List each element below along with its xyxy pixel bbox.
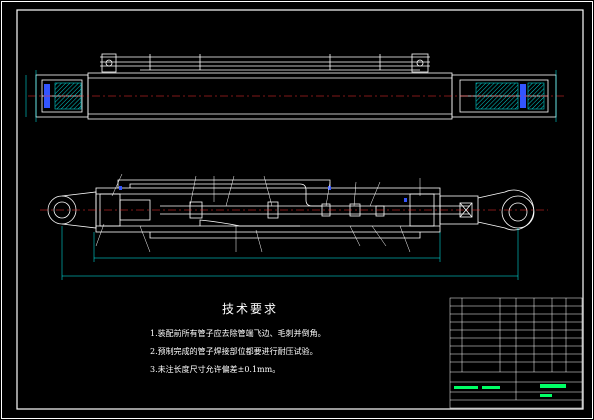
weld-marks xyxy=(119,186,407,202)
inner-frame xyxy=(16,9,584,410)
technical-requirements-title: 技术要求 xyxy=(222,302,279,316)
requirement-3: 3.未注长度尺寸允许偏差±0.1mm。 xyxy=(150,365,281,374)
overall-dimension xyxy=(61,226,519,280)
right-seal xyxy=(520,84,526,108)
top-dimension xyxy=(25,70,557,122)
title-block xyxy=(449,297,583,409)
title-block-green xyxy=(454,384,566,397)
leader-lines xyxy=(95,173,421,253)
requirement-1: 1.装配前所有管子应去除管端飞边、毛刺并倒角。 xyxy=(150,329,326,338)
requirement-2: 2.预制完成的管子焊接部位都要进行耐压试验。 xyxy=(150,347,318,356)
